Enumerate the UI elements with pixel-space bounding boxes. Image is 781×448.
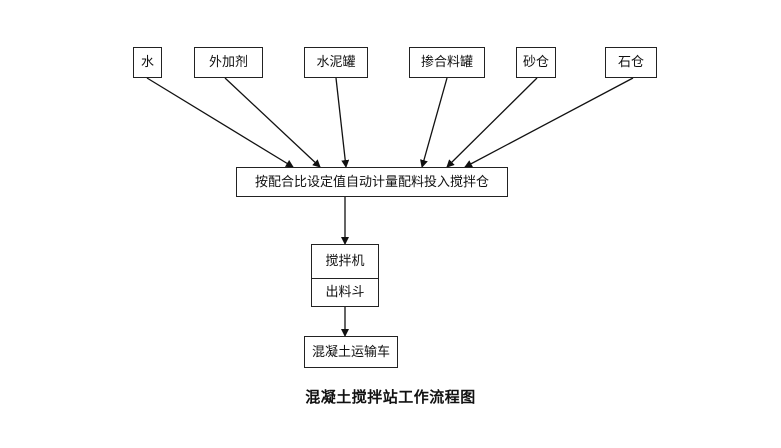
- transport-label: 混凝土运输车: [311, 344, 390, 360]
- transport-box: 混凝土运输车: [304, 336, 398, 368]
- source-label-sand: 砂仓: [522, 55, 549, 70]
- source-box-admixture: 外加剂: [194, 47, 263, 78]
- arrow-water-to-batching: [146, 77, 294, 168]
- source-box-water: 水: [133, 47, 162, 78]
- diagram-caption: 混凝土搅拌站工作流程图: [305, 388, 476, 406]
- source-label-mixture: 掺合料罐: [420, 55, 473, 70]
- source-label-cement: 水泥罐: [316, 55, 356, 70]
- mixer-divider: [312, 278, 378, 279]
- source-label-admixture: 外加剂: [208, 55, 248, 70]
- arrow-cement-to-batching: [335, 77, 350, 168]
- arrow-stone-to-batching: [464, 77, 634, 168]
- arrow-admixture-to-batching: [224, 77, 321, 168]
- batching-box: 按配合比设定值自动计量配料投入搅拌仓: [236, 167, 508, 197]
- discharge-hopper-label: 出料斗: [325, 284, 365, 300]
- source-box-mixture: 掺合料罐: [409, 47, 485, 78]
- discharge-hopper-cell: 出料斗: [312, 278, 378, 306]
- mixer-cell: 搅拌机: [312, 245, 378, 278]
- source-box-cement: 水泥罐: [304, 47, 368, 78]
- batching-label: 按配合比设定值自动计量配料投入搅拌仓: [254, 174, 489, 190]
- arrow-mixture-to-batching: [420, 77, 448, 168]
- source-label-stone: 石仓: [617, 55, 644, 70]
- source-box-stone: 石仓: [605, 47, 657, 78]
- mixer-label: 搅拌机: [325, 254, 365, 269]
- source-label-water: 水: [140, 55, 154, 70]
- arrow-sand-to-batching: [446, 77, 538, 168]
- source-box-sand: 砂仓: [516, 47, 556, 78]
- mixer-stack: 搅拌机 出料斗: [311, 244, 379, 307]
